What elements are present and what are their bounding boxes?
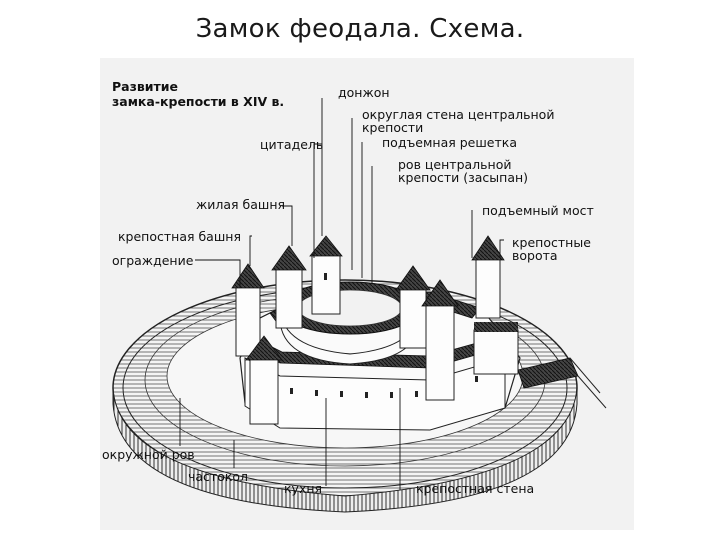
label-citadel: цитадель [260,137,324,152]
label-palisade: частокол [188,469,249,484]
palisade [112,387,578,513]
label-fence: ограждение [112,253,194,268]
label-round-wall-line2: крепости [362,120,424,135]
label-residential-tower: жилая башня [196,197,286,212]
label-fortress-gates-line1: крепостные [512,235,591,250]
donjon-tower [311,253,341,315]
diagram-heading-line1: Развитие [112,79,179,94]
slide-title: Замок феодала. Схема. [195,14,525,44]
label-fortress-wall: крепостная стена [416,481,535,496]
label-moat-central-line1: ров центральной [398,157,512,172]
label-kitchen: кухня [284,481,323,496]
label-moat-central-line2: крепости (засыпан) [398,170,529,185]
label-round-wall-line1: округлая стена центральной [362,107,555,122]
diagram-heading-line2: замка-крепости в XIV в. [112,94,285,109]
label-fortress-gates-line2: ворота [512,248,558,263]
label-ring-moat: окружной ров [102,447,195,462]
label-donjon: донжон [338,85,390,100]
label-portcullis: подъемная решетка [382,135,517,150]
label-fortress-tower: крепостная башня [118,229,241,244]
castle-diagram: Развитие замка-крепости в XIV в. донжон … [100,58,634,530]
label-drawbridge: подъемный мост [482,203,594,218]
castle-illustration [112,98,607,513]
